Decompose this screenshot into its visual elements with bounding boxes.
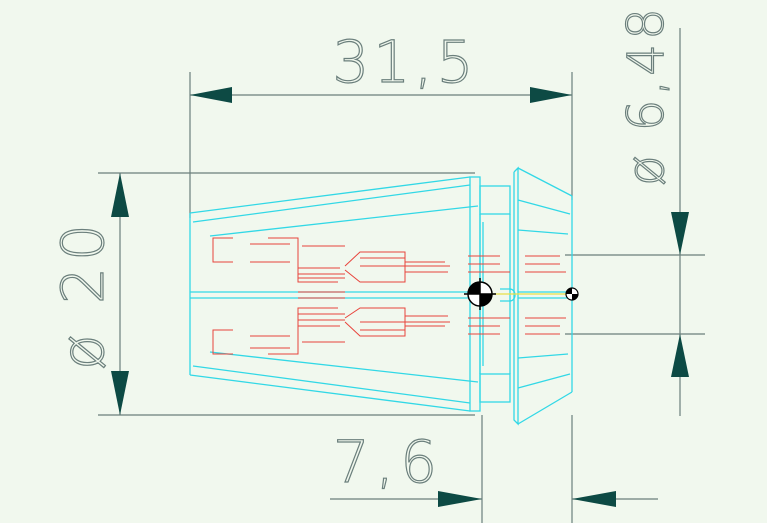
arrow-right-31-5 bbox=[530, 87, 572, 103]
collet-outline bbox=[189, 166, 573, 426]
dimension-outer-diameter-label: ø 20 bbox=[49, 218, 117, 370]
dimension-arrowheads bbox=[111, 87, 689, 507]
arrow-up-6-48 bbox=[671, 334, 689, 377]
datum-mark-small bbox=[565, 287, 579, 301]
arrow-top-20 bbox=[111, 173, 129, 217]
arrow-down-6-48 bbox=[671, 212, 689, 255]
arrow-bottom-20 bbox=[111, 371, 129, 415]
arrow-left-31-5 bbox=[190, 87, 232, 103]
dimension-front-offset-label: 7,6 bbox=[333, 428, 443, 496]
arrow-right-7-6 bbox=[438, 491, 482, 507]
dimension-bore-diameter-label: ø 6,48 bbox=[617, 4, 675, 186]
arrow-left-7-6 bbox=[572, 491, 616, 507]
datum-mark-large bbox=[464, 278, 496, 310]
collet-internal-lines bbox=[212, 237, 566, 355]
dimension-length-label: 31,5 bbox=[332, 28, 477, 96]
